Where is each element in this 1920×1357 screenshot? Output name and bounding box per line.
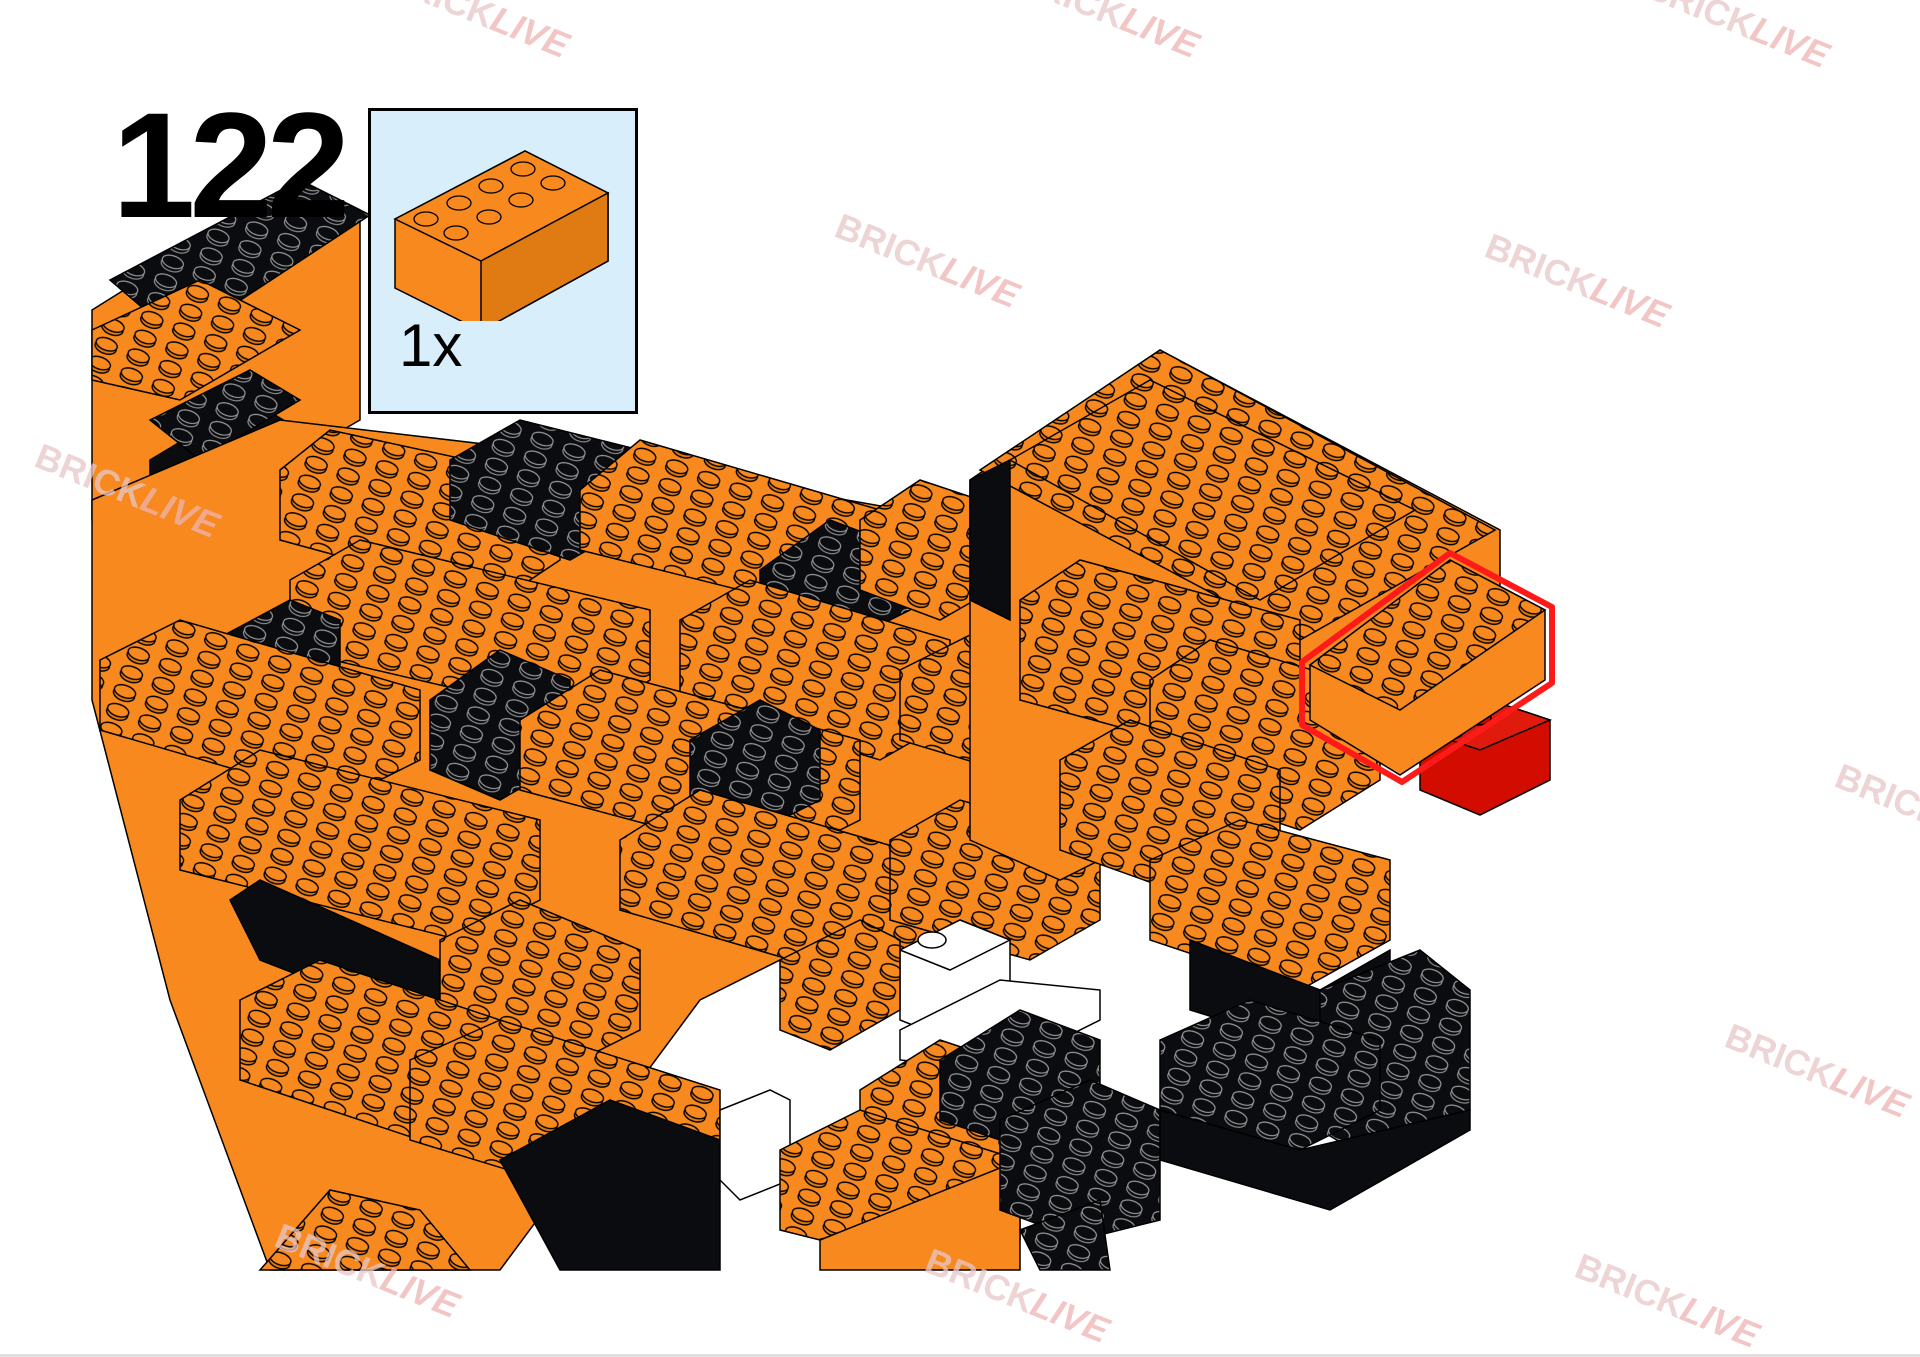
brick-2x4-icon <box>393 150 610 321</box>
stud-white <box>917 931 947 949</box>
model-body <box>91 179 1553 1271</box>
parts-callout: 1x <box>368 108 638 414</box>
brick-orange <box>1008 379 1417 601</box>
brick-orange <box>91 279 302 401</box>
brick-orange <box>258 1189 472 1271</box>
step-number: 122 <box>112 81 350 249</box>
brick-black <box>1159 1109 1471 1211</box>
brick-white <box>898 919 1012 971</box>
brick-orange <box>99 619 421 801</box>
brick-black <box>1018 1198 1111 1271</box>
brick-black <box>498 1099 721 1271</box>
brick-orange-new-top <box>1308 559 1547 711</box>
brick-orange <box>1149 819 1391 991</box>
part-quantity: 1x <box>399 312 463 379</box>
brick-black <box>999 1079 1161 1241</box>
brick-orange <box>819 1158 1021 1271</box>
brick-black <box>969 458 1011 622</box>
new-part-highlight <box>1299 550 1555 785</box>
page-bottom-edge <box>0 1354 1920 1357</box>
brick-orange <box>779 919 901 1051</box>
brick-black <box>148 369 302 461</box>
